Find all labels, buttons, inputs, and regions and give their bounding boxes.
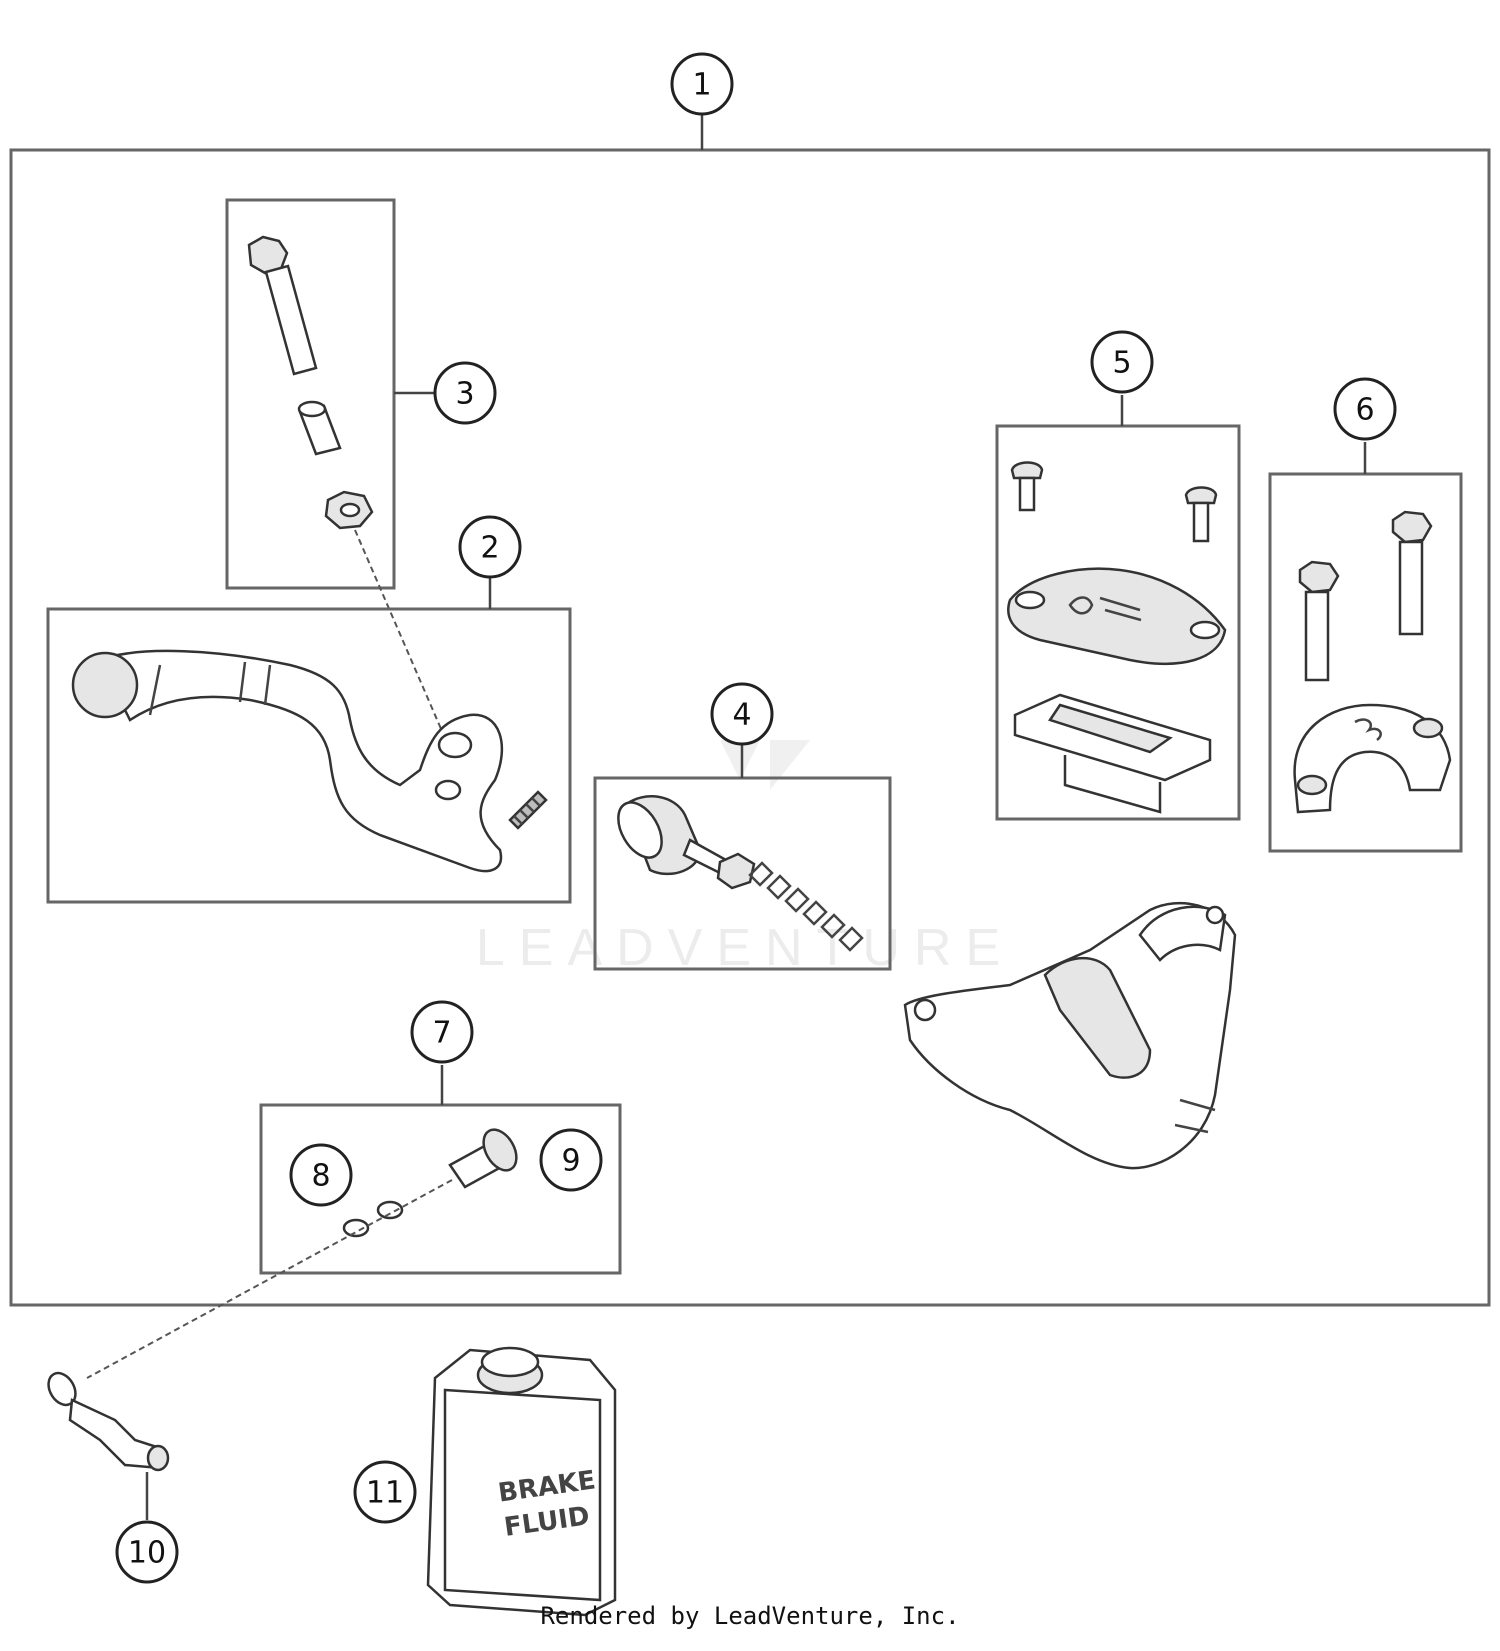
clamp-bolt-left	[1298, 560, 1340, 682]
callout-number: 7	[432, 1016, 451, 1051]
pivot-bushing	[297, 400, 342, 456]
reservoir-diaphragm	[1013, 693, 1212, 814]
lever-spring	[508, 790, 548, 830]
brake-hose-fitting	[47, 1371, 170, 1472]
callout-number: 11	[366, 1476, 404, 1511]
render-credit: Rendered by LeadVenture, Inc.	[540, 1602, 960, 1630]
banjo-bolt	[448, 1128, 518, 1189]
callout-10: 10	[115, 1520, 179, 1584]
callout-6: 6	[1333, 377, 1397, 441]
sealing-washers	[342, 1200, 404, 1238]
master-cylinder-body	[903, 901, 1237, 1170]
callout-1: 1	[670, 52, 734, 116]
brake-lever	[71, 649, 504, 873]
clamp-bolt-right	[1391, 510, 1433, 636]
callout-number: 3	[455, 377, 474, 412]
handlebar-clamp	[1293, 703, 1452, 814]
kit-box-5	[995, 424, 1241, 821]
cover-screw-left	[1010, 461, 1044, 512]
callout-number: 4	[732, 698, 751, 733]
kit-box-7	[259, 1103, 622, 1275]
kit-box-2	[46, 607, 572, 904]
callout-number: 2	[480, 531, 499, 566]
master-piston	[617, 795, 756, 890]
brake-fluid-can: BRAKE FLUID	[426, 1346, 617, 1617]
callout-9: 9	[539, 1128, 603, 1192]
pivot-nut	[324, 490, 374, 530]
reservoir-cover	[1007, 567, 1227, 665]
callout-number: 6	[1355, 393, 1374, 428]
cover-screw-right	[1184, 486, 1218, 543]
callout-number: 8	[311, 1159, 330, 1194]
callout-number: 5	[1112, 346, 1131, 381]
callout-11: 11	[353, 1460, 417, 1524]
watermark-text: LEADVENTURE	[476, 919, 1014, 977]
callout-number: 1	[692, 68, 711, 103]
callout-4: 4	[710, 682, 774, 746]
callout-3: 3	[433, 361, 497, 425]
callout-number: 10	[128, 1536, 166, 1571]
callout-number: 9	[561, 1144, 580, 1179]
callout-2: 2	[458, 515, 522, 579]
callout-7: 7	[410, 1000, 474, 1064]
assembly-frame	[9, 148, 1491, 1307]
watermark: LEADVENTURE	[476, 740, 1014, 977]
piston-spring	[748, 861, 864, 952]
callout-8: 8	[289, 1143, 353, 1207]
callout-5: 5	[1090, 330, 1154, 394]
pivot-bolt	[247, 235, 318, 376]
